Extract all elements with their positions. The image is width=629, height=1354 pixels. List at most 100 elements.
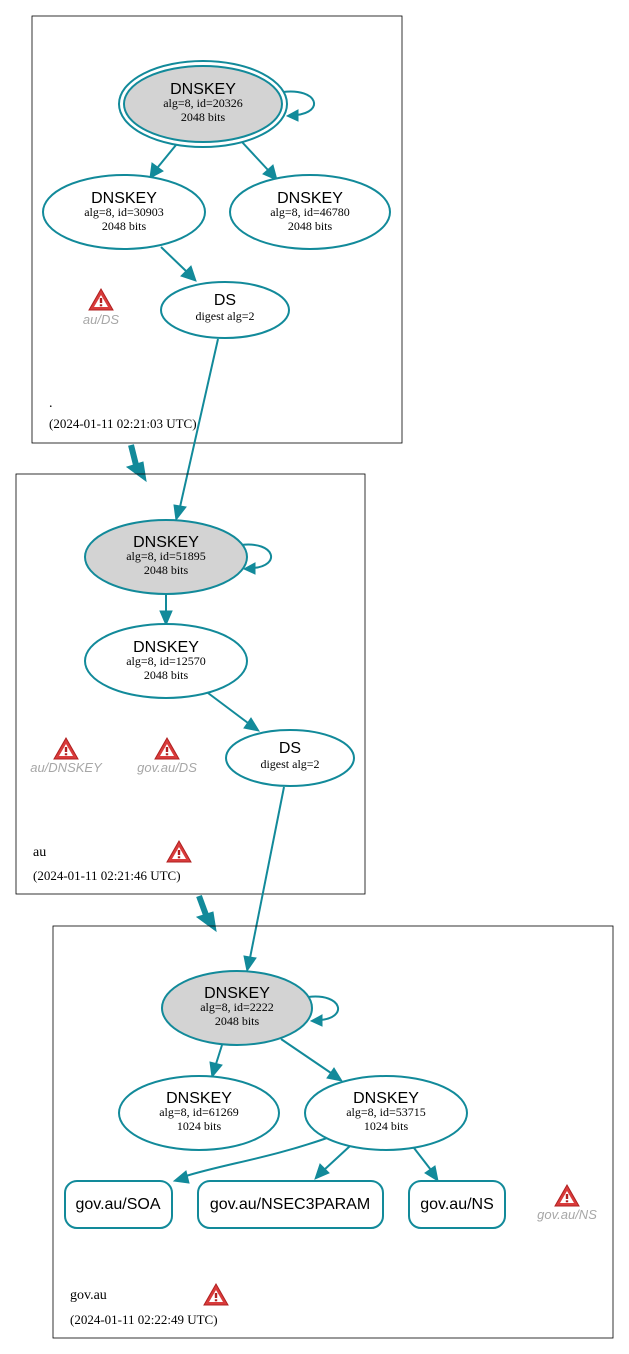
warning-triangle-icon xyxy=(154,737,180,760)
warning-triangle-icon xyxy=(166,840,192,863)
warning-triangle-icon xyxy=(88,288,114,311)
node-bits: 2048 bits xyxy=(215,1014,260,1028)
zone-label: au xyxy=(33,845,46,860)
node-bits: 2048 bits xyxy=(144,563,189,577)
warning-gov-au-ds[interactable]: gov.au/DS xyxy=(137,737,197,775)
edge-root-ksk-self xyxy=(282,90,316,116)
warning-au-ds[interactable]: au/DS xyxy=(83,288,119,327)
node-rrset-label: gov.au/NSEC3PARAM xyxy=(210,1196,370,1213)
node-type: DNSKEY xyxy=(353,1090,419,1107)
node-bits: 2048 bits xyxy=(144,668,189,682)
zone-label: . xyxy=(49,396,53,411)
zone-gov-au-box xyxy=(52,925,614,1339)
dnskey-node-53715[interactable]: DNSKEY alg=8, id=53715 1024 bits xyxy=(304,1075,468,1151)
ds-node-root[interactable]: DS digest alg=2 xyxy=(160,281,290,339)
warning-triangle-icon xyxy=(554,1184,580,1207)
arrowhead xyxy=(209,1061,223,1079)
rrset-node-soa[interactable]: gov.au/SOA xyxy=(64,1180,173,1229)
node-type: DNSKEY xyxy=(166,1090,232,1107)
warning-label: gov.au/NS xyxy=(537,1207,597,1222)
zone-au: DNSKEY alg=8, id=51895 2048 bits DNSKEY … xyxy=(15,473,366,895)
zone-label: gov.au xyxy=(70,1288,107,1303)
node-type: DNSKEY xyxy=(91,190,157,207)
zone-root-box xyxy=(31,15,403,444)
edge-au-zsk-to-ds xyxy=(207,692,249,724)
zone-timestamp: (2024-01-11 02:22:49 UTC) xyxy=(70,1312,218,1327)
edge-gov-ksk-self xyxy=(307,995,339,1021)
zone-au-box xyxy=(15,473,366,895)
node-rrset-label: gov.au/NS xyxy=(420,1196,494,1213)
rrset-node-nsec3param[interactable]: gov.au/NSEC3PARAM xyxy=(197,1180,384,1229)
dnskey-node-12570[interactable]: DNSKEY alg=8, id=12570 2048 bits xyxy=(84,623,248,699)
node-alg-id: alg=8, id=20326 xyxy=(163,96,243,110)
ds-node-au[interactable]: DS digest alg=2 xyxy=(225,729,355,787)
edge-gov-zsk2-to-soa xyxy=(185,1137,328,1177)
warning-triangle-icon xyxy=(203,1283,229,1306)
arrowhead xyxy=(173,504,187,522)
node-type: DS xyxy=(214,292,236,309)
edge-root-ksk-to-zsk2 xyxy=(241,141,269,171)
dnskey-node-2222[interactable]: DNSKEY alg=8, id=2222 2048 bits xyxy=(161,970,313,1046)
zone-root: DNSKEY alg=8, id=20326 2048 bits DNSKEY … xyxy=(31,15,403,444)
node-bits: 1024 bits xyxy=(364,1119,409,1133)
warning-triangle-icon xyxy=(53,737,79,760)
warning-label: gov.au/DS xyxy=(137,760,197,775)
dnskey-node-51895[interactable]: DNSKEY alg=8, id=51895 2048 bits xyxy=(84,519,248,595)
arrowhead xyxy=(309,1014,323,1027)
node-alg-id: alg=8, id=12570 xyxy=(126,654,206,668)
node-bits: 2048 bits xyxy=(102,219,147,233)
edge-au-ds-to-gov-ksk xyxy=(249,786,285,959)
zone-timestamp: (2024-01-11 02:21:46 UTC) xyxy=(33,868,181,883)
node-alg-id: alg=8, id=53715 xyxy=(346,1105,426,1119)
edge-au-ksk-self xyxy=(240,543,272,569)
node-type: DNSKEY xyxy=(133,639,199,656)
edge-gov-zsk2-to-ns xyxy=(413,1147,432,1171)
warning-gov-au-ns[interactable]: gov.au/NS xyxy=(537,1184,597,1222)
arrowhead xyxy=(243,717,261,732)
arrowhead xyxy=(262,164,278,181)
node-bits: 2048 bits xyxy=(181,110,226,124)
arrowhead xyxy=(172,1170,190,1184)
edge-gov-ksk-to-zsk2 xyxy=(280,1038,332,1074)
arrowhead xyxy=(285,109,299,122)
arrowhead xyxy=(326,1067,344,1082)
node-alg-id: alg=8, id=61269 xyxy=(159,1105,239,1119)
delegation-arrow-root-au xyxy=(128,444,139,466)
arrowhead xyxy=(159,610,173,627)
edge-gov-ksk-to-zsk1 xyxy=(215,1044,223,1065)
node-alg-id: alg=8, id=46780 xyxy=(270,205,350,219)
warning-label: au/DNSKEY xyxy=(30,760,103,775)
node-rrset-label: gov.au/SOA xyxy=(75,1196,160,1213)
zone-timestamp: (2024-01-11 02:21:03 UTC) xyxy=(49,416,197,431)
edge-root-zsk1-to-ds xyxy=(160,246,187,272)
delegation-arrow-au-gov xyxy=(196,894,209,917)
dnskey-node-61269[interactable]: DNSKEY alg=8, id=61269 1024 bits xyxy=(118,1075,280,1151)
dnskey-node-46780[interactable]: DNSKEY alg=8, id=46780 2048 bits xyxy=(229,174,391,250)
node-bits: 1024 bits xyxy=(177,1119,222,1133)
arrowhead xyxy=(424,1165,439,1183)
edge-root-ksk-to-zsk1 xyxy=(157,144,177,168)
node-type: DNSKEY xyxy=(170,81,236,98)
arrowhead xyxy=(314,1163,330,1180)
zone-gov-au: DNSKEY alg=8, id=2222 2048 bits DNSKEY a… xyxy=(52,925,614,1339)
node-bits: 2048 bits xyxy=(288,219,333,233)
node-type: DNSKEY xyxy=(277,190,343,207)
arrowhead xyxy=(242,562,256,575)
node-alg-id: alg=8, id=2222 xyxy=(200,1000,274,1014)
node-alg-id: alg=8, id=30903 xyxy=(84,205,164,219)
warning-label: au/DS xyxy=(83,312,119,327)
dnskey-node-20326[interactable]: DNSKEY alg=8, id=20326 2048 bits xyxy=(118,60,288,148)
arrowhead xyxy=(180,265,197,282)
rrset-node-ns[interactable]: gov.au/NS xyxy=(408,1180,506,1229)
node-type: DNSKEY xyxy=(204,985,270,1002)
warning-au-dnskey[interactable]: au/DNSKEY xyxy=(30,737,103,775)
arrowhead xyxy=(195,911,217,933)
node-digest: digest alg=2 xyxy=(195,309,254,323)
dnskey-node-30903[interactable]: DNSKEY alg=8, id=30903 2048 bits xyxy=(42,174,206,250)
node-digest: digest alg=2 xyxy=(260,757,319,771)
arrowhead xyxy=(125,461,147,483)
node-type: DNSKEY xyxy=(133,534,199,551)
node-alg-id: alg=8, id=51895 xyxy=(126,549,206,563)
node-type: DS xyxy=(279,740,301,757)
